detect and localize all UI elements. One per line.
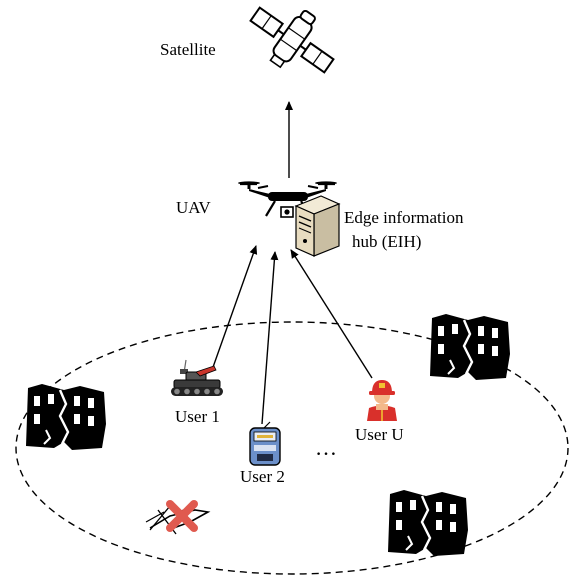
more-users-ellipsis: … xyxy=(315,435,337,460)
server-icon xyxy=(294,195,341,257)
user2-uplink xyxy=(261,251,279,425)
userU-label: User U xyxy=(355,425,404,444)
robot-vehicle-icon xyxy=(171,359,223,396)
eih-label-line1: Edge information xyxy=(344,208,464,227)
damaged-building-icon xyxy=(388,490,468,556)
eih-label-line2: hub (EIH) xyxy=(352,232,421,251)
firefighter-icon xyxy=(367,380,397,421)
user1-label: User 1 xyxy=(175,407,220,426)
broken-tower-icon xyxy=(145,500,211,535)
user1-uplink xyxy=(211,245,258,371)
coverage-area-ellipse xyxy=(15,321,569,575)
damaged-building-icon xyxy=(430,314,510,380)
damaged-building-icon xyxy=(26,384,106,450)
satellite-label: Satellite xyxy=(160,40,216,59)
user2-label: User 2 xyxy=(240,467,285,486)
uav-label: UAV xyxy=(176,198,211,217)
satellite-icon xyxy=(249,6,335,74)
sensor-device-icon xyxy=(249,421,281,466)
userU-uplink xyxy=(290,249,373,379)
